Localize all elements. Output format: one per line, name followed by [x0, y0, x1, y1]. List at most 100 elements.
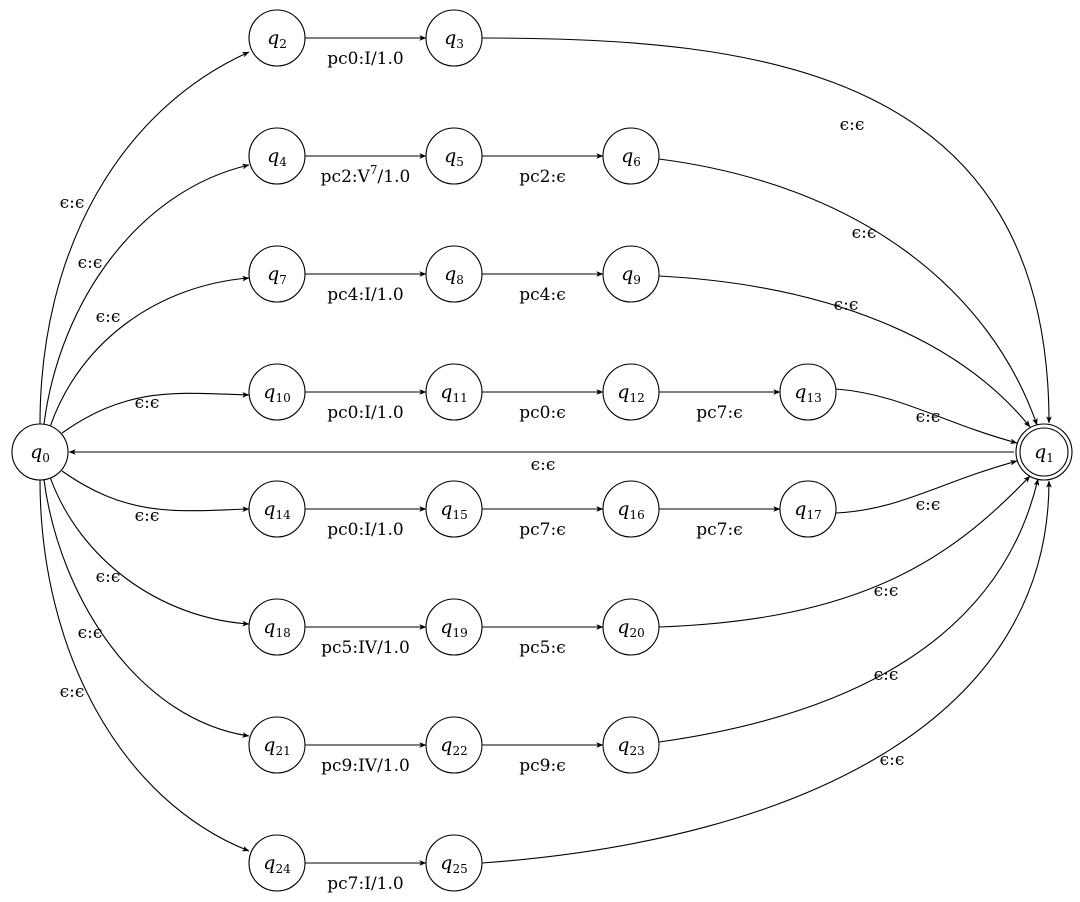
transition-q0-q7 — [49, 275, 250, 428]
transitions — [39, 35, 1052, 866]
state-label-q10: q10 — [263, 381, 290, 405]
state-label-q0: q0 — [30, 441, 50, 465]
state-q11: q11 — [425, 363, 483, 421]
transition-q23-q1-label: ϵ:ϵ — [874, 665, 899, 685]
state-q0: q0 — [11, 423, 69, 481]
transition-q0-q18 — [49, 476, 250, 627]
state-label-q5: q5 — [444, 145, 464, 169]
state-q24: q24 — [248, 834, 306, 892]
state-q9: q9 — [602, 245, 660, 303]
state-q19: q19 — [425, 598, 483, 656]
state-label-q24: q24 — [263, 852, 291, 876]
transition-q6-q1 — [658, 158, 1038, 426]
state-q5: q5 — [425, 127, 483, 185]
transition-q0-q24 — [39, 479, 250, 852]
state-label-q6: q6 — [621, 145, 641, 169]
transition-q1-q0-label: ϵ:ϵ — [531, 455, 556, 475]
state-label-q18: q18 — [263, 616, 290, 640]
transition-q9-q1 — [658, 275, 1031, 428]
state-q14: q14 — [248, 480, 306, 538]
transition-q24-q25-label: pc7:I/1.0 — [327, 874, 403, 894]
transition-q0-q24-label: ϵ:ϵ — [60, 682, 85, 702]
state-q8: q8 — [425, 245, 483, 303]
state-label-q23: q23 — [617, 734, 644, 758]
transition-q5-q6-label: pc2:ϵ — [519, 167, 565, 187]
state-q18: q18 — [248, 598, 306, 656]
state-q6: q6 — [602, 127, 660, 185]
state-q25: q25 — [425, 834, 483, 892]
transition-q11-q12-label: pc0:ϵ — [519, 403, 565, 423]
transition-q0-q21 — [43, 479, 250, 738]
state-q13: q13 — [779, 363, 837, 421]
state-q17: q17 — [779, 480, 837, 538]
state-label-q20: q20 — [617, 616, 644, 640]
transition-q0-q4 — [43, 163, 250, 425]
transition-q0-q2 — [39, 51, 250, 425]
transition-q0-q21-label: ϵ:ϵ — [78, 623, 103, 643]
transition-q10-q11-label: pc0:I/1.0 — [327, 403, 403, 423]
state-q15: q15 — [425, 480, 483, 538]
transition-q0-q7-label: ϵ:ϵ — [96, 307, 121, 327]
state-label-q1: q1 — [1034, 441, 1054, 465]
state-q21: q21 — [248, 716, 306, 774]
transition-q4-q5-label: pc2:V7/1.0 — [321, 163, 411, 187]
transition-q12-q13-label: pc7:ϵ — [696, 403, 742, 423]
transition-q25-q1-label: ϵ:ϵ — [880, 750, 905, 770]
state-q2: q2 — [248, 9, 306, 67]
transition-q14-q15-label: pc0:I/1.0 — [327, 520, 403, 540]
state-label-q14: q14 — [263, 498, 291, 522]
transition-q8-q9-label: pc4:ϵ — [519, 285, 565, 305]
state-q16: q16 — [602, 480, 660, 538]
state-q23: q23 — [602, 716, 660, 774]
transition-q0-q4-label: ϵ:ϵ — [78, 253, 103, 273]
state-label-q22: q22 — [440, 734, 467, 758]
transition-q17-q1 — [835, 460, 1018, 514]
state-q1: q1 — [1015, 423, 1073, 481]
state-q4: q4 — [248, 127, 306, 185]
transition-q0-q14-label: ϵ:ϵ — [135, 506, 160, 526]
transition-q23-q1 — [658, 478, 1040, 743]
transition-q0-q2-label: ϵ:ϵ — [60, 193, 85, 213]
state-label-q4: q4 — [267, 145, 287, 169]
states: q0 q1 q2 q3 q4 q5 q6 q7 q8 q9 q10 q11 q12 q13 q14 q15 q1… — [11, 9, 1073, 892]
transition-q22-q23-label: pc9:ϵ — [519, 756, 565, 776]
transition-q0-q10-label: ϵ:ϵ — [135, 393, 160, 413]
transition-q15-q16-label: pc7:ϵ — [519, 520, 565, 540]
state-label-q9: q9 — [621, 263, 641, 287]
transition-q21-q22-label: pc9:IV/1.0 — [321, 756, 410, 776]
state-label-q15: q15 — [440, 498, 467, 522]
state-q10: q10 — [248, 363, 306, 421]
state-label-q8: q8 — [444, 263, 464, 287]
state-label-q16: q16 — [617, 498, 644, 522]
state-label-q11: q11 — [440, 381, 467, 405]
transition-q20-q1 — [658, 475, 1031, 628]
state-label-q3: q3 — [444, 27, 464, 51]
transition-q20-q1-label: ϵ:ϵ — [874, 581, 899, 601]
transition-q2-q3-label: pc0:I/1.0 — [327, 49, 403, 69]
transition-q3-q1-label: ϵ:ϵ — [840, 115, 865, 135]
transition-q19-q20-label: pc5:ϵ — [519, 638, 565, 658]
transition-q17-q1-label: ϵ:ϵ — [916, 495, 941, 515]
transition-q25-q1 — [481, 480, 1052, 864]
state-label-q13: q13 — [794, 381, 821, 405]
transition-q16-q17-label: pc7:ϵ — [696, 520, 742, 540]
state-label-q25: q25 — [440, 852, 467, 876]
transition-q9-q1-label: ϵ:ϵ — [834, 295, 859, 315]
state-label-q2: q2 — [267, 27, 287, 51]
state-label-q12: q12 — [617, 381, 644, 405]
transition-labels: ϵ:ϵ ϵ:ϵ ϵ:ϵ ϵ:ϵ ϵ:ϵ ϵ:ϵ ϵ:ϵ ϵ:ϵ pc0:I/1.0 pc2:V7/… — [60, 49, 941, 894]
state-q7: q7 — [248, 245, 306, 303]
transition-q7-q8-label: pc4:I/1.0 — [327, 285, 403, 305]
transition-q18-q19-label: pc5:IV/1.0 — [321, 638, 410, 658]
state-q12: q12 — [602, 363, 660, 421]
transition-q3-q1 — [481, 37, 1052, 424]
state-label-q19: q19 — [440, 616, 467, 640]
state-label-q21: q21 — [263, 734, 290, 758]
transition-q0-q18-label: ϵ:ϵ — [96, 567, 121, 587]
transition-q13-q1-label: ϵ:ϵ — [916, 407, 941, 427]
transition-q0-q14 — [61, 470, 250, 512]
transition-q0-q10 — [61, 392, 250, 434]
transition-q13-q1 — [835, 388, 1018, 444]
state-label-q17: q17 — [794, 498, 821, 522]
